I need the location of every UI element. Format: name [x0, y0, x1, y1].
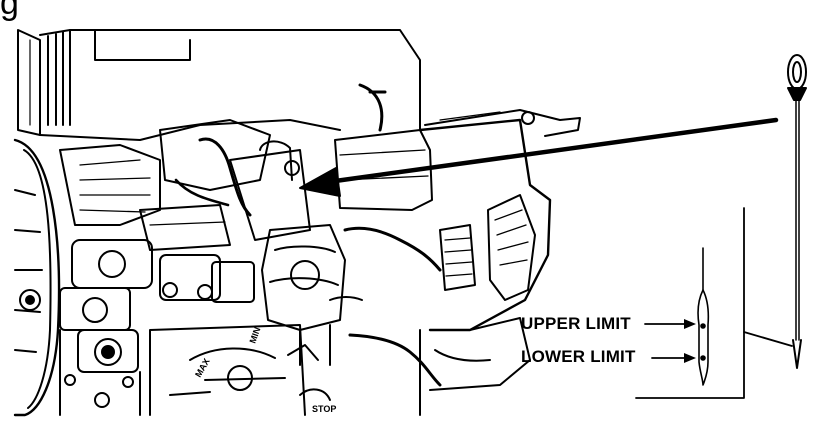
- stop-marking: STOP: [312, 404, 336, 414]
- lower-limit-label: LOWER LIMIT: [521, 347, 636, 366]
- arrowhead: [299, 167, 341, 197]
- control-plate: [149, 324, 331, 416]
- lower-arrowhead: [684, 353, 696, 363]
- upper-arrowhead: [684, 319, 696, 329]
- leader-lines: [644, 323, 689, 359]
- zoom-bracket: [635, 207, 793, 399]
- dipstick-detail: [697, 247, 710, 386]
- engine-right-body: [261, 224, 363, 366]
- max-marking: MIN: [247, 326, 262, 345]
- dipstick: [787, 54, 807, 369]
- engine-left-cluster: [59, 144, 161, 416]
- engine-hoses: [343, 83, 442, 387]
- upper-limit-label: UPPER LIMIT: [521, 314, 631, 333]
- air-cleaner-housing: [334, 109, 581, 416]
- dipstick-tube-arrow: [325, 117, 779, 185]
- flywheel: [13, 138, 61, 417]
- engine-center-assembly: [139, 119, 311, 303]
- figure-partial-label: g: [0, 0, 19, 22]
- min-marking: MAX: [193, 357, 212, 379]
